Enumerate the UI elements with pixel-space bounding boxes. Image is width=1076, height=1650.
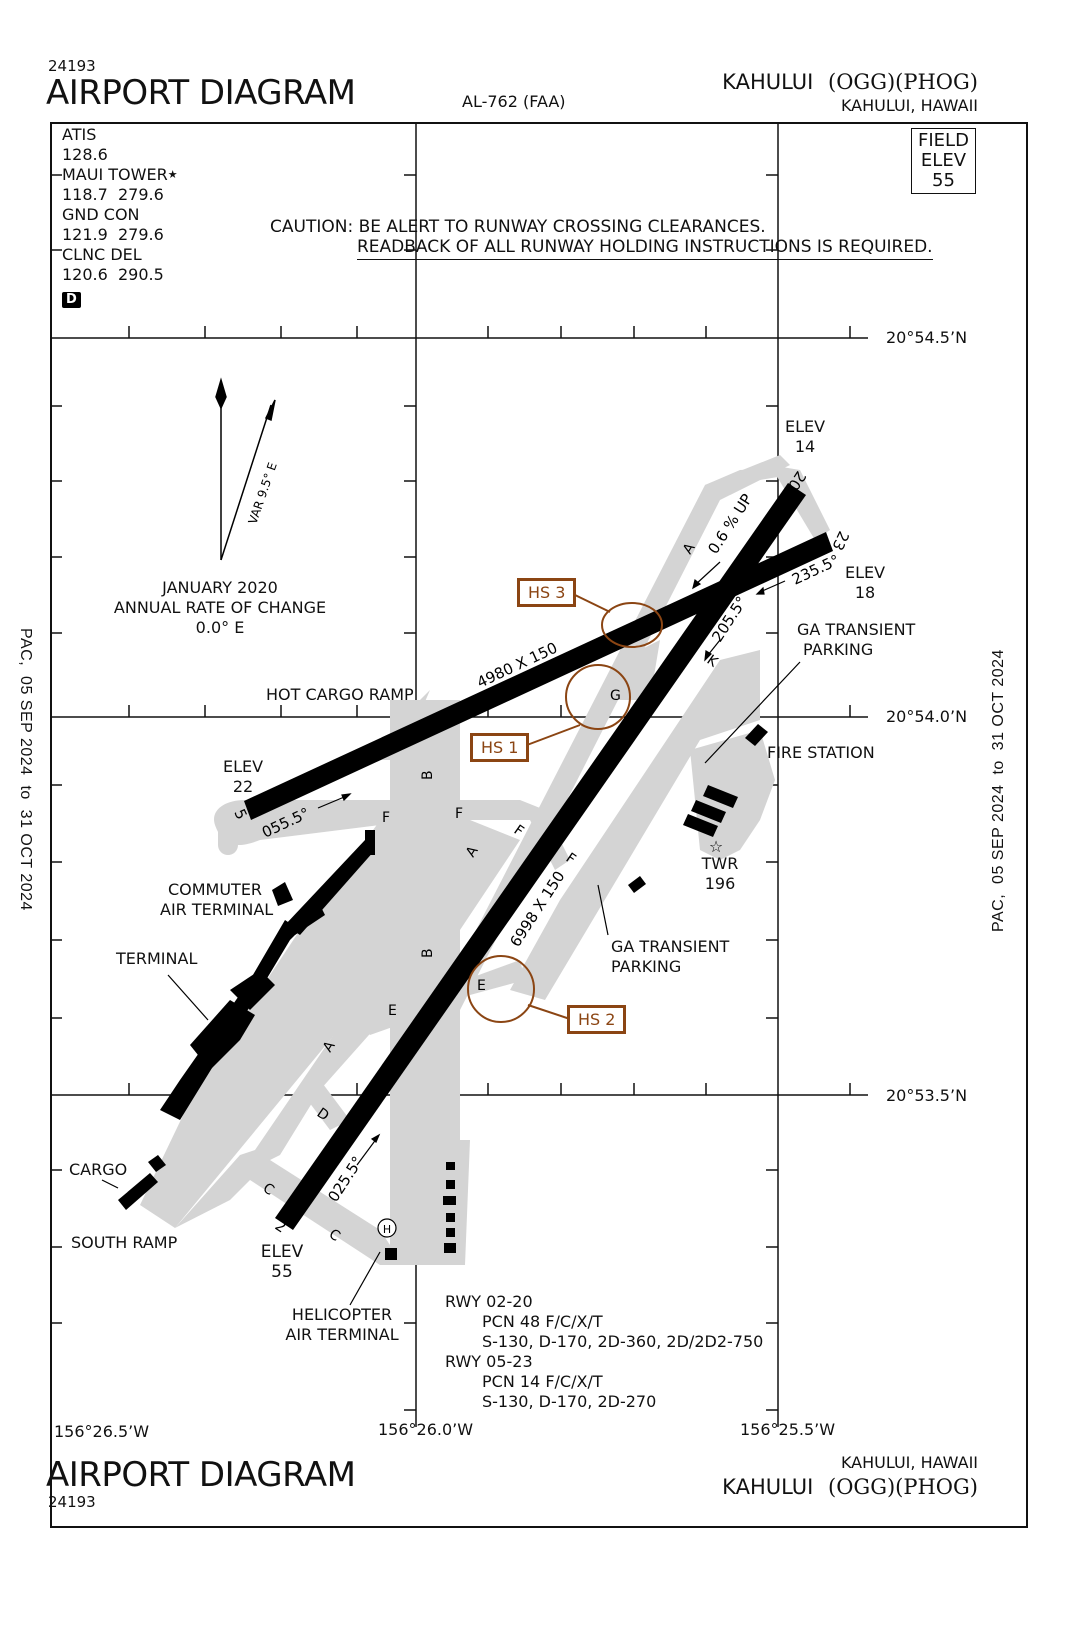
hot-spot-hs2[interactable]: HS 2 xyxy=(567,1005,627,1034)
rwy-02-20-label: RWY 02-20 xyxy=(445,1292,533,1311)
variation-rate: 0.0° E xyxy=(195,618,245,637)
label-pointers xyxy=(101,661,801,1306)
terminal-label: TERMINAL xyxy=(116,949,198,968)
procedure-id: AL-762 (FAA) xyxy=(462,92,566,111)
airport-name-top: KAHULUI (OGG)(PHOG) xyxy=(722,70,978,94)
variation-rate-label: ANNUAL RATE OF CHANGE xyxy=(113,598,327,617)
field-elev-label-1: FIELD xyxy=(918,130,969,151)
fire-station-label: FIRE STATION xyxy=(767,743,875,762)
clearance-label: CLNC DEL xyxy=(62,245,142,264)
runway-strength-info: RWY 02-20 PCN 48 F/C/X/T S-130, D-170, 2… xyxy=(445,1292,763,1412)
taxiway-e-label: E xyxy=(388,1003,397,1019)
heading-arrows xyxy=(317,561,786,1166)
chart-number-bottom: 24193 xyxy=(48,1493,96,1511)
chart-title-top: AIRPORT DIAGRAM xyxy=(46,73,356,113)
rwy-05-23-weights: S-130, D-170, 2D-270 xyxy=(482,1392,657,1411)
latitude-label-2: 20°54.0’N xyxy=(886,707,968,726)
caution-line-2: READBACK OF ALL RUNWAY HOLDING INSTRUCTI… xyxy=(357,237,933,260)
ground-frequency: 121.9 279.6 xyxy=(62,225,164,244)
tower-label-row: MAUI TOWER★ xyxy=(62,165,178,185)
rwy-05-23-pcn: PCN 14 F/C/X/T xyxy=(482,1372,603,1391)
atis-label: ATIS xyxy=(62,125,97,144)
longitude-label-3: 156°25.5’W xyxy=(740,1420,836,1439)
latitude-label-3: 20°53.5’N xyxy=(886,1086,968,1105)
part-time-star-icon: ★ xyxy=(167,168,178,181)
hot-spot-markers xyxy=(467,594,663,1023)
cargo-label: CARGO xyxy=(69,1160,128,1179)
svg-text:H: H xyxy=(383,1223,391,1236)
caution-line-1: CAUTION: BE ALERT TO RUNWAY CROSSING CLE… xyxy=(270,217,766,237)
clearance-frequency: 120.6 290.5 xyxy=(62,265,164,284)
atis-frequency: 128.6 xyxy=(62,145,108,164)
hs1-circle xyxy=(565,664,631,730)
airport-ids: (OGG)(PHOG) xyxy=(828,70,978,94)
var-label: VAR 9.5° E xyxy=(246,461,280,526)
tower-frequency: 118.7 279.6 xyxy=(62,185,164,204)
helicopter-icon: H xyxy=(377,1218,397,1238)
rwy-02-20-weights: S-130, D-170, 2D-360, 2D/2D2-750 xyxy=(482,1332,764,1351)
taxiway-g-label: G xyxy=(610,688,621,704)
taxiway-b-label: B xyxy=(420,948,436,958)
hs2-circle xyxy=(467,955,535,1023)
frequency-list: ATIS 128.6 MAUI TOWER★ 118.7 279.6 GND C… xyxy=(62,125,178,308)
airport-ids: (OGG)(PHOG) xyxy=(828,1475,978,1499)
diagram-frame xyxy=(50,122,1028,1528)
airport-name-bottom: KAHULUI (OGG)(PHOG) xyxy=(722,1475,978,1499)
airport-name: KAHULUI xyxy=(722,70,814,94)
magnetic-variation-arrows xyxy=(215,377,276,561)
latitude-label-1: 20°54.5’N xyxy=(886,328,968,347)
hs3-circle xyxy=(601,602,663,648)
variation-date: JANUARY 2020 xyxy=(162,578,278,597)
hot-spot-hs1[interactable]: HS 1 xyxy=(470,733,530,762)
runway-05-23 xyxy=(244,532,833,820)
runway-2-number: 2 xyxy=(272,1216,290,1236)
field-elev-value: 55 xyxy=(932,170,955,191)
runway-02-20 xyxy=(275,483,806,1230)
d-atis-badge: D xyxy=(62,292,81,308)
rwy-02-20-pcn: PCN 48 F/C/X/T xyxy=(482,1312,603,1331)
taxiway-f-label: F xyxy=(382,810,390,826)
runways xyxy=(244,483,833,1230)
longitude-label-1: 156°26.5’W xyxy=(54,1422,150,1441)
field-elev-label-2: ELEV xyxy=(920,150,967,171)
airport-name: KAHULUI xyxy=(722,1475,814,1499)
ground-label: GND CON xyxy=(62,205,140,224)
hot-spot-hs3[interactable]: HS 3 xyxy=(517,578,577,607)
taxiway-e-label: E xyxy=(477,978,486,994)
tower-star-icon: ☆ xyxy=(709,837,723,856)
taxiway-b-label: B xyxy=(420,770,436,780)
rwy-05-23-label: RWY 05-23 xyxy=(445,1352,533,1371)
city-state-top: KAHULUI, HAWAII xyxy=(840,96,978,115)
taxiway-f-label: F xyxy=(455,806,463,822)
chart-number-top: 24193 xyxy=(48,57,96,75)
tower-label: MAUI TOWER xyxy=(62,165,168,184)
south-ramp-label: SOUTH RAMP xyxy=(71,1233,178,1252)
chart-title-bottom: AIRPORT DIAGRAM xyxy=(46,1455,356,1495)
field-elevation-box: FIELD ELEV 55 xyxy=(911,128,976,194)
buildings xyxy=(118,724,768,1260)
city-state-bottom: KAHULUI, HAWAII xyxy=(840,1453,978,1472)
hot-cargo-ramp-label: HOT CARGO RAMP xyxy=(266,685,414,704)
longitude-label-2: 156°26.0’W xyxy=(378,1420,474,1439)
